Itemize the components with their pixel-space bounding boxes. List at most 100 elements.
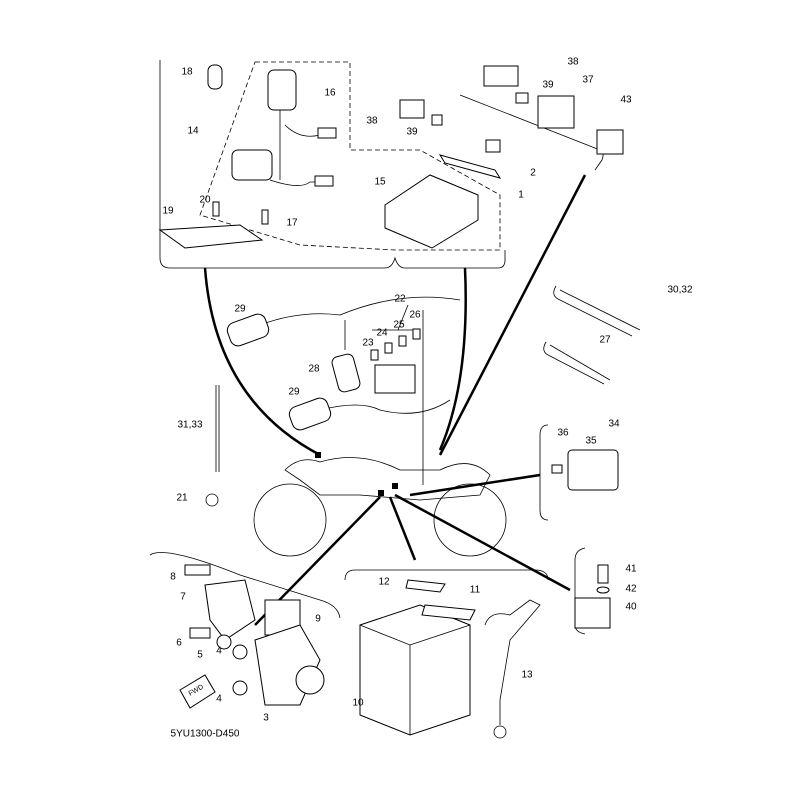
steering-lock-14 — [231, 149, 273, 181]
relay-29-lower — [288, 397, 332, 431]
relay-37 — [537, 95, 575, 129]
bolt-6 — [189, 627, 211, 639]
fuse-24 — [384, 342, 393, 354]
callout-label: 24 — [376, 328, 388, 339]
holder-2 — [485, 139, 501, 153]
coupler-38 — [399, 99, 425, 119]
leader-line-relay — [394, 493, 571, 592]
cable-tie-31-33 — [215, 385, 220, 472]
callout-label: 18 — [181, 67, 193, 78]
band-27 — [543, 341, 611, 385]
callout-label: 3 — [263, 713, 269, 724]
lead-13 — [484, 599, 541, 725]
leader-line-top-right — [438, 174, 587, 456]
washer-42 — [596, 586, 610, 594]
starter-relay-cap — [295, 665, 325, 695]
damper-4-lower — [232, 680, 248, 696]
switch-connector — [317, 127, 337, 139]
callout-label: 27 — [599, 335, 611, 346]
callout-label: 19 — [162, 206, 174, 217]
callout-label: 20 — [199, 195, 211, 206]
battery-section-bracket — [344, 569, 549, 581]
callout-label: 39 — [542, 80, 554, 91]
right-section-bracket-2 — [574, 547, 586, 635]
clamp-21 — [205, 493, 219, 507]
callout-label: 38 — [567, 57, 579, 68]
callout-label: 17 — [286, 218, 298, 229]
relay-43 — [596, 129, 624, 155]
callout-label: 4 — [216, 694, 222, 705]
coupler-39-right — [515, 92, 529, 104]
callout-label: 29 — [234, 304, 246, 315]
fuse-box — [374, 364, 416, 394]
coupler-39 — [431, 114, 443, 126]
band-1 — [438, 154, 502, 179]
callout-label: 38 — [366, 116, 378, 127]
fuse-25 — [398, 335, 407, 347]
switch-cable — [279, 110, 321, 180]
right-section-bracket-1 — [539, 424, 549, 521]
diagram-code: 5YU1300-D450 — [171, 729, 240, 740]
wire-harness — [259, 296, 461, 485]
motorcycle-outline — [253, 457, 507, 557]
bracket-19 — [158, 224, 264, 249]
callout-label: 15 — [374, 177, 386, 188]
callout-label: 13 — [521, 670, 533, 681]
sensor-34 — [567, 449, 619, 491]
coupler-38-right — [483, 65, 519, 87]
callout-label: 28 — [308, 364, 320, 375]
location-marker — [315, 452, 321, 458]
leader-line-bracket — [409, 473, 541, 497]
fuse-23 — [370, 349, 379, 361]
ecu-15 — [384, 174, 479, 249]
callout-label: 30,32 — [667, 285, 692, 296]
lock-connector — [314, 175, 334, 187]
callout-label: 31,33 — [177, 420, 202, 431]
callout-label: 6 — [176, 638, 182, 649]
lock-cable — [269, 179, 330, 186]
main-switch-16 — [267, 69, 297, 111]
callout-label: 41 — [625, 564, 637, 575]
key-18 — [207, 64, 223, 90]
callout-label: 37 — [582, 75, 594, 86]
callout-label: 2 — [530, 168, 536, 179]
bracket-40 — [574, 597, 611, 629]
callout-label: 22 — [394, 294, 406, 305]
callout-label: 1 — [518, 190, 524, 201]
harness-detail-outline — [203, 267, 467, 457]
cover-7 — [204, 579, 256, 641]
callout-label: 26 — [409, 310, 421, 321]
bolt-17 — [261, 209, 269, 225]
callout-label: 5 — [197, 650, 203, 661]
battery-10 — [359, 604, 471, 736]
bolt-36 — [551, 464, 563, 474]
callout-label: 4 — [216, 646, 222, 657]
callout-label: 34 — [608, 419, 620, 430]
callout-label: 8 — [170, 572, 176, 583]
damper-4 — [232, 644, 248, 660]
callout-label: 36 — [557, 428, 569, 439]
collar-5 — [216, 634, 232, 650]
bolt-20 — [212, 201, 220, 217]
callout-label: 14 — [187, 126, 199, 137]
callout-label: 7 — [180, 592, 186, 603]
top-right-section-bracket — [459, 94, 604, 171]
callout-label: 12 — [378, 577, 390, 588]
ignition-dashed-group — [199, 61, 501, 251]
callout-label: 16 — [324, 88, 336, 99]
callout-label: 25 — [393, 320, 405, 331]
callout-label: 42 — [625, 584, 637, 595]
callout-label: 9 — [315, 614, 321, 625]
callout-label: 21 — [176, 493, 188, 504]
callout-label: 11 — [470, 585, 481, 596]
callout-label: 10 — [352, 698, 364, 709]
band-30-32 — [553, 285, 641, 337]
callout-label: 40 — [625, 602, 637, 613]
relay-29-upper — [226, 313, 270, 347]
callout-label: 29 — [288, 387, 300, 398]
bolt-41 — [597, 564, 609, 584]
callout-label: 35 — [585, 436, 597, 447]
top-left-section-bracket — [159, 60, 506, 269]
